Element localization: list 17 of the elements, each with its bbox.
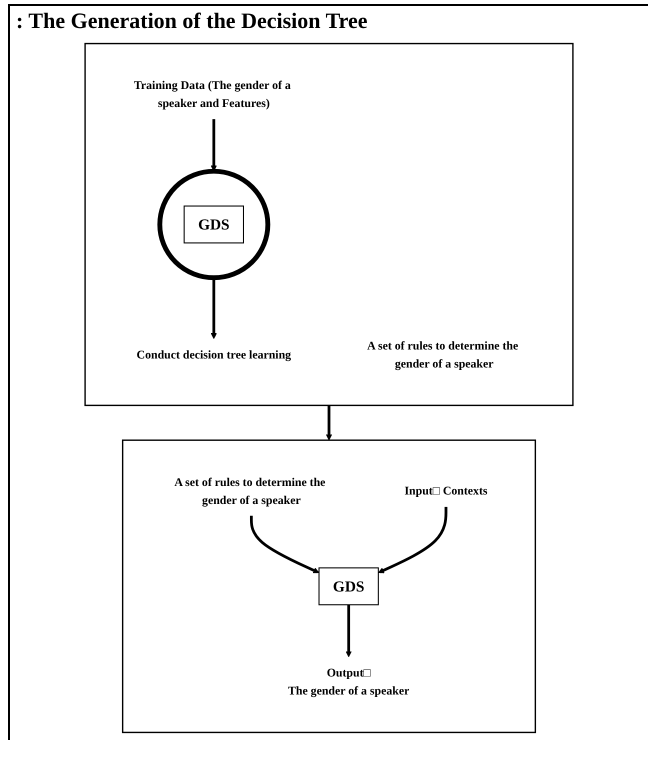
cluster [84, 42, 574, 406]
node-text: A set of rules to determine the gender of a speaker [367, 338, 518, 370]
arrow [346, 604, 352, 658]
node-box: GDS [184, 206, 244, 244]
arrow [250, 516, 320, 574]
node-text: A set of rules to determine the gender of a speaker [174, 475, 326, 506]
arrow [378, 506, 448, 574]
node-text: Conduct decision tree learning [136, 348, 292, 362]
arrow [210, 278, 217, 340]
node-box: GDS [318, 567, 379, 606]
cluster [122, 440, 536, 734]
node-text: Output□ The gender of a speaker [288, 666, 410, 697]
diagram-title: : The Generation of the Decision Tree [16, 8, 369, 34]
node-text: Input□ Contexts [404, 484, 488, 498]
cluster [157, 168, 270, 280]
arrow [326, 405, 332, 440]
node-text: Training Data (The gender of a speaker and Features) [134, 78, 291, 110]
